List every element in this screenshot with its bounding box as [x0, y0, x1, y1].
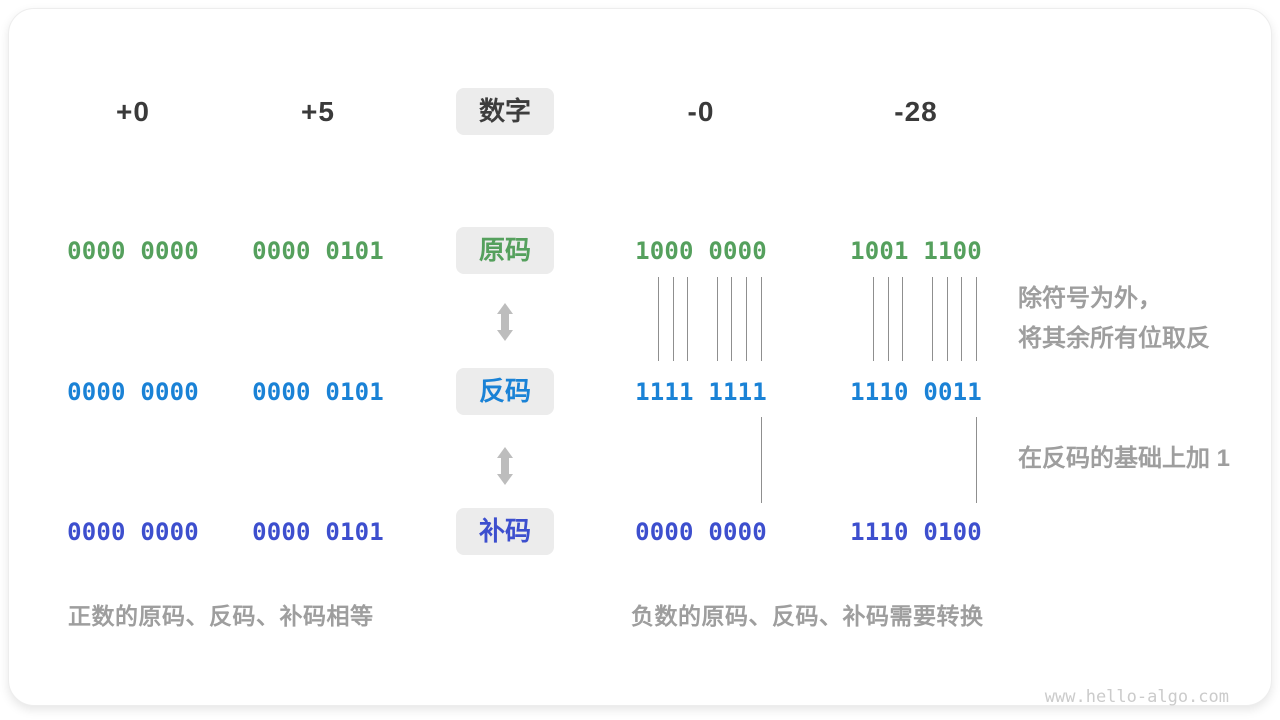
badge-sign-magnitude: 原码: [456, 227, 554, 274]
add-one-connector-line: [761, 417, 762, 503]
caption-positive-numbers: 正数的原码、反码、补码相等: [68, 603, 374, 629]
swap-arrow-icon: [497, 303, 513, 341]
bit-flip-connector-line: [932, 277, 933, 361]
arrow-head-down: [497, 330, 513, 341]
header-number-minus-28: -28: [894, 96, 938, 127]
bit-flip-connector-line: [687, 277, 688, 361]
badge-number: 数字: [456, 88, 554, 135]
watermark: www.hello-algo.com: [1044, 687, 1229, 707]
annotation-flip-line1: 除符号为外，: [1018, 285, 1162, 312]
arrow-head-down: [497, 474, 513, 485]
binary-value: 0000 0101: [252, 378, 384, 406]
arrow-head-up: [497, 447, 513, 458]
arrow-stem: [501, 456, 509, 476]
binary-value: 0000 0101: [252, 518, 384, 546]
binary-value: 1110 0011: [850, 378, 982, 406]
annotation-flip-line2: 将其余所有位取反: [1018, 325, 1210, 352]
bit-flip-connector-line: [658, 277, 659, 361]
bit-flip-connector-line: [888, 277, 889, 361]
caption-negative-numbers: 负数的原码、反码、补码需要转换: [631, 603, 984, 629]
swap-arrow-icon: [497, 447, 513, 485]
header-number-plus-5: +5: [301, 96, 335, 127]
binary-value: 0000 0000: [635, 518, 767, 546]
binary-value: 1001 1100: [850, 237, 982, 265]
arrow-head-up: [497, 303, 513, 314]
bit-flip-connector-line: [746, 277, 747, 361]
binary-value: 0000 0000: [67, 518, 199, 546]
bit-flip-connector-line: [761, 277, 762, 361]
add-one-connector-line: [976, 417, 977, 503]
binary-value: 1110 0100: [850, 518, 982, 546]
binary-value: 0000 0000: [67, 378, 199, 406]
bit-flip-connector-line: [961, 277, 962, 361]
badge-twos-complement: 补码: [456, 508, 554, 555]
binary-value: 1000 0000: [635, 237, 767, 265]
bit-flip-connector-line: [673, 277, 674, 361]
binary-value: 0000 0000: [67, 237, 199, 265]
bit-flip-connector-line: [873, 277, 874, 361]
header-number-plus-0: +0: [116, 96, 150, 127]
annotation-flip-bits: 除符号为外， 将其余所有位取反: [1018, 279, 1210, 359]
bit-flip-connector-line: [947, 277, 948, 361]
annotation-add-one: 在反码的基础上加 1: [1018, 445, 1231, 472]
bit-flip-connector-line: [976, 277, 977, 361]
arrow-stem: [501, 312, 509, 332]
binary-value: 1111 1111: [635, 378, 767, 406]
card: +0 +5 数字 -0 -28 0000 0000 0000 0101 原码 1…: [8, 8, 1272, 707]
binary-value: 0000 0101: [252, 237, 384, 265]
bit-flip-connector-line: [902, 277, 903, 361]
bit-flip-connector-line: [731, 277, 732, 361]
bit-flip-connector-line: [717, 277, 718, 361]
header-number-minus-0: -0: [687, 96, 715, 127]
badge-ones-complement: 反码: [456, 368, 554, 415]
